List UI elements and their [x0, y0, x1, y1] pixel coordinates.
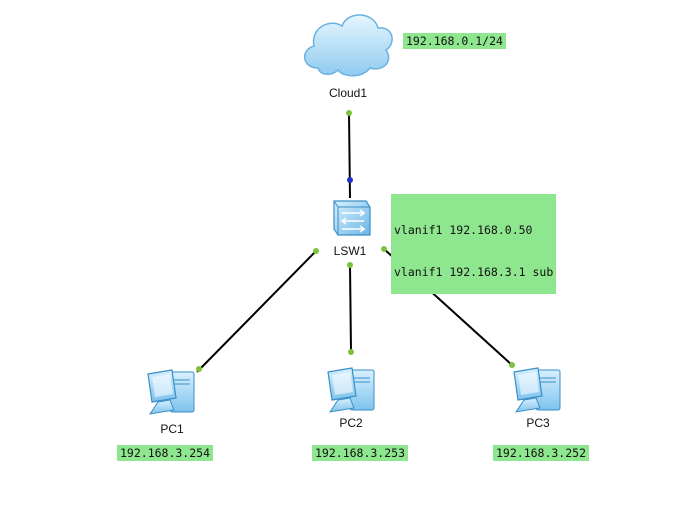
pc2-name: PC2 — [339, 416, 363, 430]
pc1-ip-label: 192.168.3.254 — [117, 445, 214, 461]
port-dot — [348, 349, 354, 355]
cloud-name: Cloud1 — [328, 86, 368, 100]
pc1-icon[interactable] — [147, 369, 195, 415]
pc2-icon[interactable] — [327, 367, 375, 413]
cloud-icon[interactable] — [304, 14, 393, 77]
port-dot — [313, 248, 319, 254]
cloud-ip-label: 192.168.0.1/24 — [403, 33, 506, 49]
port-dot — [346, 110, 352, 116]
switch-ip-line-2: vlanif1 192.168.3.1 sub — [394, 265, 554, 279]
port-dot — [381, 246, 387, 252]
switch-name: LSW1 — [333, 244, 367, 258]
pc1-name: PC1 — [160, 422, 184, 436]
port-dot — [347, 262, 353, 268]
switch-ip-line-1: vlanif1 192.168.0.50 — [394, 223, 533, 237]
link-switch-pc2[interactable] — [349, 264, 352, 353]
port-dot — [347, 177, 353, 183]
port-dot — [509, 362, 515, 368]
pc3-icon[interactable] — [513, 367, 561, 413]
pc3-name: PC3 — [526, 416, 550, 430]
pc2-ip-label: 192.168.3.253 — [312, 445, 409, 461]
port-dot — [196, 366, 202, 372]
link-cloud-switch[interactable] — [348, 112, 351, 199]
pc3-ip-label: 192.168.3.252 — [493, 445, 590, 461]
switch-ip-label: vlanif1 192.168.0.50 vlanif1 192.168.3.1… — [391, 194, 557, 294]
link-switch-pc1[interactable] — [196, 250, 317, 373]
switch-icon[interactable] — [333, 200, 371, 236]
